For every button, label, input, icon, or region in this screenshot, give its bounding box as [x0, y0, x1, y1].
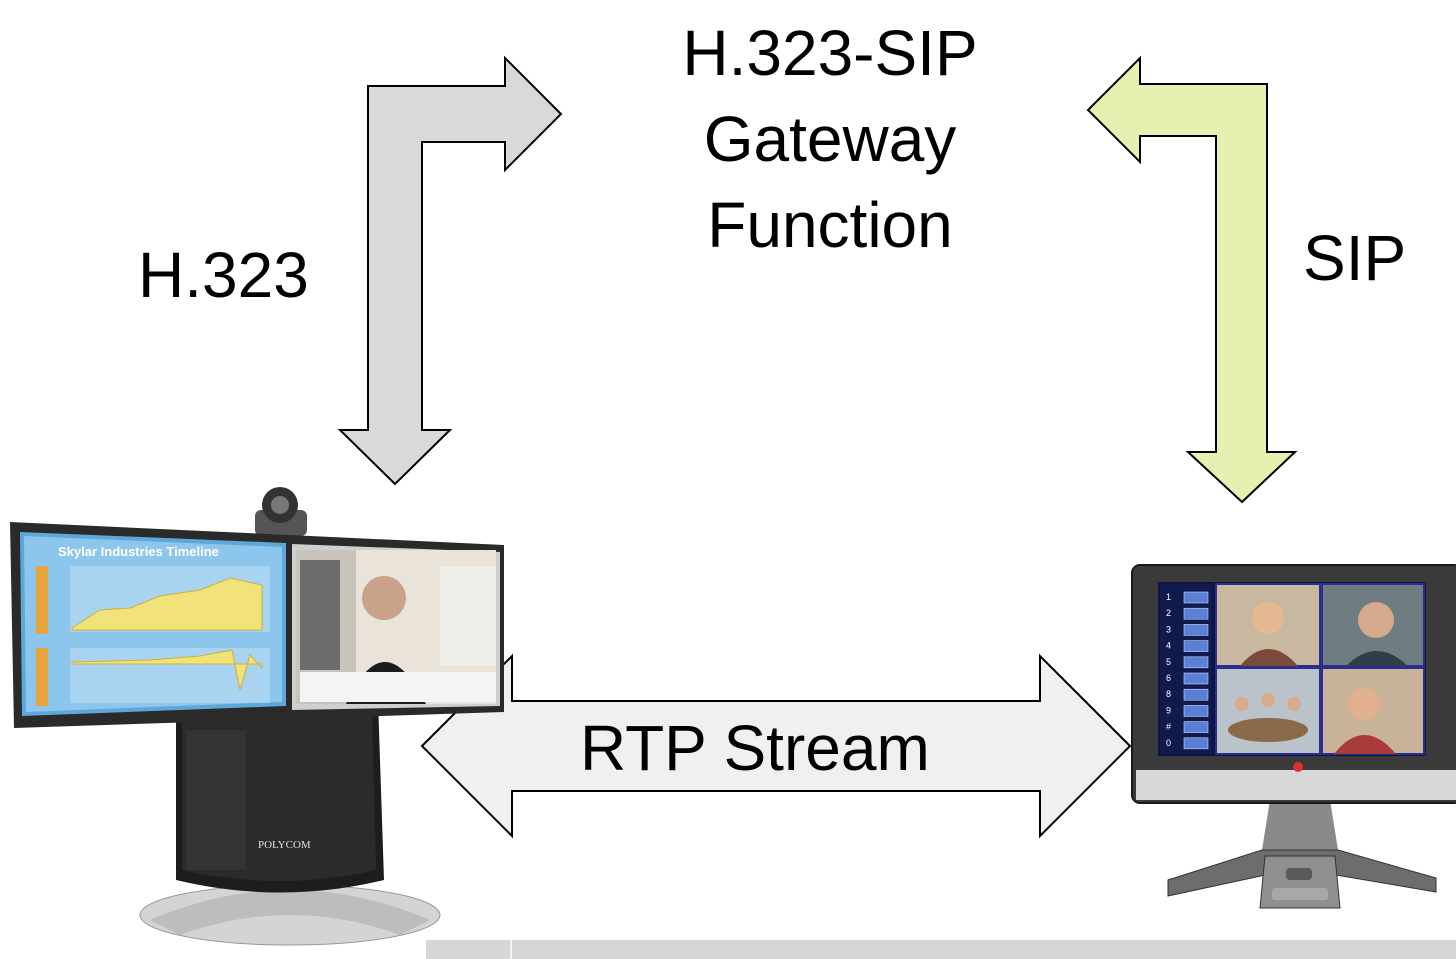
left-screen-title: Skylar Industries Timeline: [58, 544, 219, 559]
keypad-button: [1183, 591, 1209, 604]
keypad-button: [1183, 656, 1209, 669]
keypad-label: 1: [1166, 592, 1171, 602]
keypad-button: [1183, 624, 1209, 636]
keypad-button: [1183, 721, 1209, 733]
keypad-label: #: [1166, 722, 1171, 732]
gateway-label-line-1: H.323-SIP: [682, 17, 978, 89]
h323-label: H.323: [138, 239, 309, 311]
keypad-button: [1183, 688, 1209, 701]
rtp-label: RTP Stream: [580, 712, 930, 784]
gateway-label-line-2: Gateway: [703, 103, 957, 175]
keypad-label: 3: [1166, 624, 1171, 634]
gateway-label-line-3: Function: [707, 189, 953, 261]
sip-label: SIP: [1303, 222, 1407, 294]
keypad-button: [1183, 672, 1209, 685]
keypad-button: [1183, 737, 1209, 750]
keypad: 1 2 3 4 5 6 8 9 #0: [1166, 591, 1209, 750]
keypad-label: 9: [1166, 705, 1171, 715]
keypad-label: 2: [1166, 608, 1171, 618]
bottom-bar-segment: [426, 940, 512, 959]
keypad-label: 0: [1166, 738, 1171, 748]
keypad-label: 4: [1166, 641, 1171, 651]
keypad-label: 8: [1166, 689, 1171, 699]
keypad-button: [1183, 705, 1209, 717]
keypad-button: [1183, 607, 1209, 620]
rtp-arrow: [420, 653, 1132, 839]
keypad-label: 6: [1166, 673, 1171, 683]
bottom-bar: [426, 940, 1456, 959]
gateway-label: H.323-SIP Gateway Function: [630, 10, 1030, 268]
sip-arrow: [1086, 55, 1298, 504]
h323-endpoint: Skylar Industries Timeline POLYCOM: [10, 487, 504, 946]
keypad-button: [1183, 640, 1209, 652]
h323-arrow: [337, 55, 563, 486]
sip-endpoint: 1 2 3 4 5 6 8 9 #0: [1131, 564, 1456, 909]
keypad-label: 5: [1166, 657, 1171, 667]
brand-logo: POLYCOM: [258, 839, 311, 851]
